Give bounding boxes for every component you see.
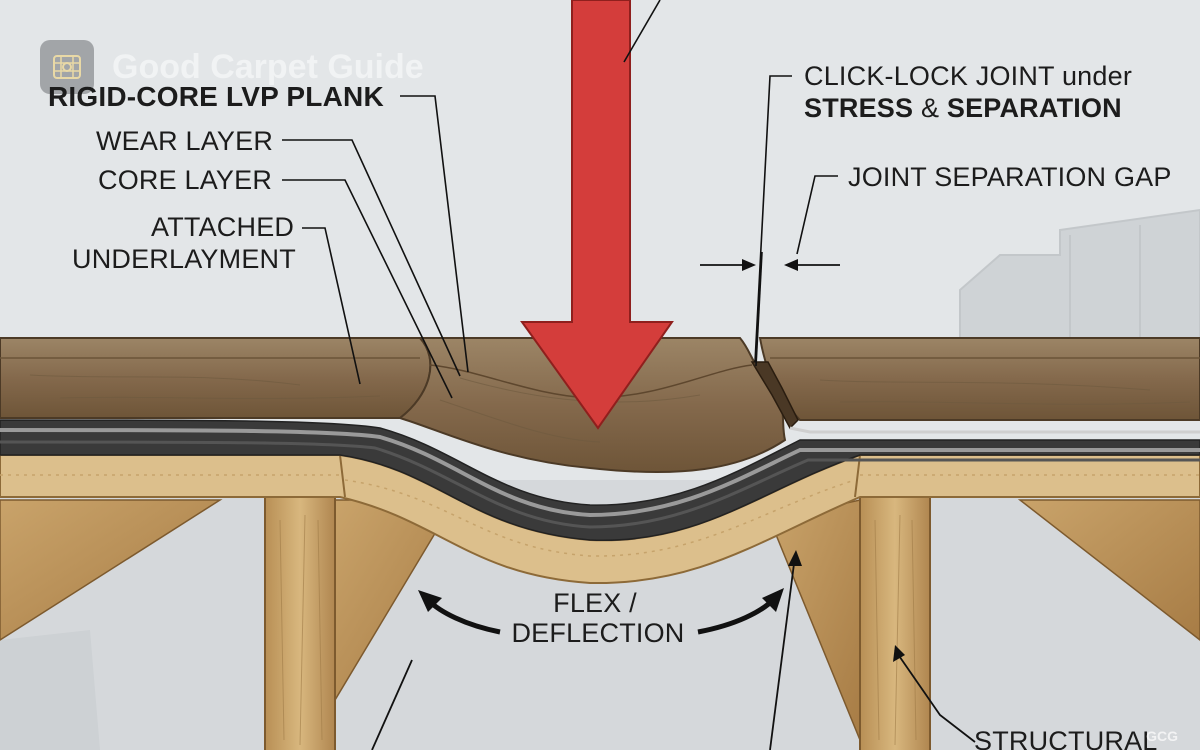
brace-left [0,499,223,641]
gap-dimension-arrows [700,259,840,271]
underlayment-highlight [0,428,1200,518]
attached-underlayment-label-line2: UNDERLAYMENT [72,244,296,274]
clicklock-stress-text: STRESS [804,93,914,123]
flex-arrow-right-head [762,588,784,612]
click-lock-joint [750,361,799,430]
load-arrow [520,0,674,430]
plank-right [758,337,1200,421]
flex-label-line2: DEFLECTION [511,618,685,648]
brace-right [1017,499,1200,641]
corner-watermark: GCG [1146,728,1178,744]
clicklock-separation-text: SEPARATION [946,93,1122,123]
joist-right [859,494,931,750]
flex-arrow-left-head [418,590,442,612]
flex-label-line1: FLEX / [553,588,637,618]
background-ground-shape [0,630,100,750]
clicklock-amp-text: & [920,93,940,123]
structural-label: STRUCTURAL [974,726,1158,750]
joist-left [264,494,336,750]
brand-name: Good Carpet Guide [112,47,424,86]
plank-title-label: RIGID-CORE LVP PLANK [48,81,384,112]
clicklock-label-line1: CLICK-LOCK JOINT under [804,61,1133,91]
attached-underlayment-label-line1: ATTACHED [151,212,295,242]
clicklock-label-line2: STRESS & SEPARATION [804,95,1122,122]
core-layer-label: CORE LAYER [98,165,273,195]
leader-lines [282,0,838,399]
brand-watermark: Good Carpet Guide [40,40,424,94]
wear-layer-label: WEAR LAYER [96,126,274,156]
joint-gap-label: JOINT SEPARATION GAP [848,162,1172,192]
carpet-logo-icon [40,40,94,94]
